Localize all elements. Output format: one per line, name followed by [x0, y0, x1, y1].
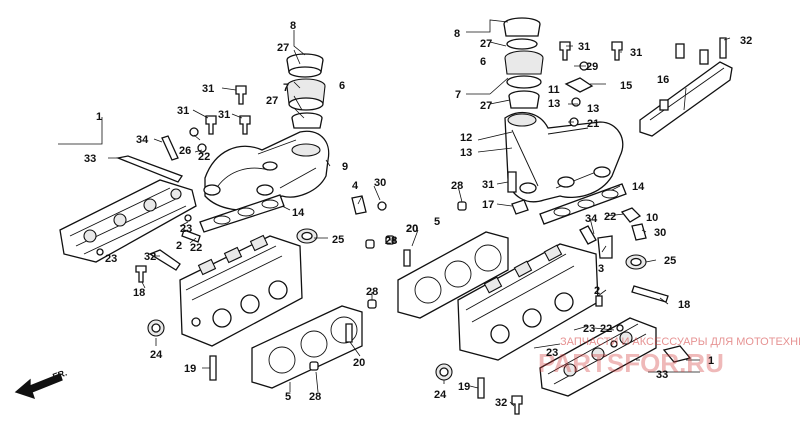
right-cam-holder	[539, 317, 657, 397]
callout-8: 8	[290, 20, 296, 32]
callout-labels: 8 27 6 7 27 9 31 31 31 34 26 22 33 1 23 …	[84, 20, 752, 409]
callout-28: 28	[385, 235, 397, 247]
callout-30: 30	[654, 227, 666, 239]
callout-4: 4	[352, 180, 359, 192]
watermark-caption: ЗАПЧАСТИ И АКСЕССУАРЫ ДЛЯ МОТОТЕХНИКИ	[560, 336, 800, 348]
callout-23: 23	[546, 347, 558, 359]
right-small-parts	[365, 41, 692, 415]
callout-18: 18	[678, 299, 690, 311]
callout-13: 13	[460, 147, 472, 159]
callout-5: 5	[285, 391, 291, 403]
callout-25: 25	[332, 234, 344, 246]
callout-13: 13	[548, 98, 560, 110]
callout-7: 7	[283, 82, 289, 94]
left-intake-stack	[286, 53, 326, 129]
callout-19: 19	[184, 363, 196, 375]
callout-14: 14	[292, 207, 305, 219]
fuel-rail-bracket	[639, 37, 733, 137]
watermark-site: PARTSFOR.RU	[538, 348, 724, 378]
callout-34: 34	[136, 134, 149, 146]
left-small-parts	[115, 85, 387, 381]
callout-31: 31	[578, 41, 590, 53]
callout-3: 3	[598, 263, 604, 275]
callout-10: 10	[646, 212, 658, 224]
callout-32: 32	[144, 251, 156, 263]
callout-6: 6	[480, 56, 486, 68]
callout-15: 15	[620, 80, 632, 92]
callout-18: 18	[133, 287, 145, 299]
right-intake-manifold	[504, 111, 624, 203]
right-manifold-gasket	[539, 183, 627, 225]
watermark: ЗАПЧАСТИ И АКСЕССУАРЫ ДЛЯ МОТОТЕХНИКИ PA…	[538, 336, 800, 378]
callout-22: 22	[190, 242, 202, 254]
callout-22: 22	[600, 323, 612, 335]
callout-26: 26	[179, 145, 191, 157]
callout-1: 1	[708, 355, 714, 367]
callout-31: 31	[630, 47, 642, 59]
callout-28: 28	[366, 286, 378, 298]
callout-24: 24	[150, 349, 163, 361]
callout-31: 31	[177, 105, 189, 117]
right-cylinder-head	[457, 243, 599, 361]
callout-32: 32	[495, 397, 507, 409]
callout-28: 28	[309, 391, 321, 403]
callout-11: 11	[548, 84, 560, 96]
left-intake-manifold	[203, 130, 330, 211]
callout-20: 20	[406, 223, 418, 235]
leader-lines	[58, 19, 731, 407]
callout-29: 29	[586, 61, 598, 73]
callout-23: 23	[180, 223, 192, 235]
front-direction-label: FR.	[51, 368, 68, 382]
callout-12: 12	[460, 132, 472, 144]
callout-22: 22	[604, 211, 616, 223]
callout-28: 28	[385, 235, 397, 247]
left-cam-holder	[59, 179, 197, 263]
callout-20: 20	[406, 223, 418, 235]
callout-2: 2	[594, 285, 600, 297]
callout-27: 27	[266, 95, 278, 107]
right-head-gasket	[397, 231, 509, 319]
callout-21: 21	[587, 118, 599, 130]
callout-31: 31	[482, 179, 494, 191]
right-intake-stack	[503, 17, 544, 109]
callout-27: 27	[277, 42, 289, 54]
callout-27: 27	[480, 100, 492, 112]
callout-34: 34	[585, 213, 598, 225]
callout-19: 19	[458, 381, 470, 393]
callout-6: 6	[339, 80, 345, 92]
callout-8: 8	[454, 28, 460, 40]
callout-31: 31	[218, 109, 230, 121]
callout-7: 7	[455, 89, 461, 101]
callout-25: 25	[664, 255, 676, 267]
callout-17: 17	[482, 199, 494, 211]
left-manifold-gasket	[199, 194, 285, 233]
callout-23: 23	[583, 323, 595, 335]
callout-9: 9	[342, 161, 348, 173]
callout-24: 24	[434, 389, 447, 401]
callout-30: 30	[374, 177, 386, 189]
callout-33: 33	[84, 153, 96, 165]
callout-16: 16	[657, 74, 669, 86]
left-cylinder-head	[179, 234, 303, 347]
callout-32: 32	[740, 35, 752, 47]
callout-13: 13	[587, 103, 599, 115]
callout-1: 1	[96, 111, 102, 123]
callout-33: 33	[656, 369, 668, 381]
left-head-gasket	[251, 305, 363, 389]
callout-27: 27	[480, 38, 492, 50]
callout-28: 28	[451, 180, 463, 192]
callout-22: 22	[198, 151, 210, 163]
callout-23: 23	[105, 253, 117, 265]
callout-20: 20	[353, 357, 365, 369]
callout-2: 2	[176, 240, 182, 252]
callout-5: 5	[434, 216, 440, 228]
callout-31: 31	[202, 83, 214, 95]
callout-14: 14	[632, 181, 645, 193]
front-direction-arrow: FR.	[14, 368, 68, 400]
